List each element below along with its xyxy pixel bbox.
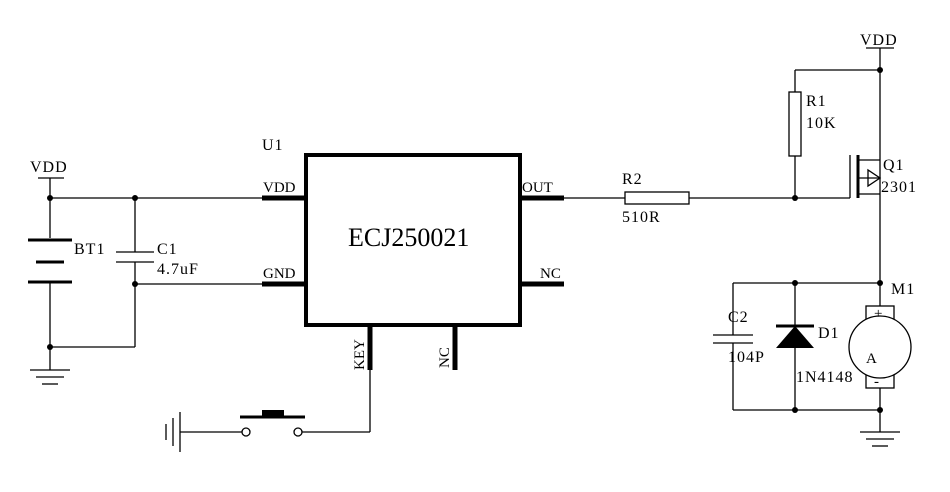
wire-vdd-rail: [47, 195, 262, 252]
m1-minus-label: -: [874, 374, 879, 390]
vdd-label-right: VDD: [860, 32, 898, 49]
pin-out-label: OUT: [522, 180, 553, 196]
resistor-r1: R1 10K: [788, 67, 883, 201]
push-button-switch: [180, 370, 371, 437]
motor-m1: M1 + - A: [848, 281, 915, 410]
ground-symbol-left: [30, 369, 70, 385]
u1-part-label: ECJ250021: [348, 223, 469, 252]
r2-ref-label: R2: [622, 171, 643, 188]
c2-ref-label: C2: [728, 309, 749, 326]
vdd-symbol-left: VDD: [30, 159, 68, 198]
pin-vdd-label: VDD: [263, 180, 296, 196]
d1-value-label: 1N4148: [796, 369, 854, 386]
vdd-label-left: VDD: [30, 159, 68, 176]
d1-ref-label: D1: [818, 325, 840, 342]
vdd-symbol-right: VDD: [860, 32, 898, 70]
m1-plus-label: +: [874, 306, 882, 322]
battery-bt1: BT1: [28, 238, 105, 347]
m1-ref-label: M1: [891, 281, 915, 298]
capacitor-c2: C2 104P: [713, 309, 765, 410]
r1-value-label: 10K: [806, 115, 837, 132]
wire-motor-bottom: [733, 407, 883, 432]
c1-value-label: 4.7uF: [157, 261, 199, 278]
r2-value-label: 510R: [622, 209, 661, 226]
ic-u1: U1 ECJ250021 VDD GND OUT NC KEY NC: [262, 137, 564, 370]
c2-value-label: 104P: [728, 349, 765, 366]
pin-nc-right-label: NC: [540, 266, 561, 282]
resistor-r2: R2 510R: [564, 171, 795, 226]
q1-ref-label: Q1: [883, 157, 905, 174]
pin-gnd-label: GND: [263, 266, 296, 282]
ground-symbol-right: [860, 431, 900, 447]
wire-motor-top: [732, 280, 883, 335]
pin-nc-bottom-label: NC: [437, 347, 453, 368]
capacitor-c1: C1 4.7uF: [116, 241, 199, 347]
bt1-label: BT1: [74, 241, 105, 258]
ground-symbol-switch: [165, 412, 181, 452]
diode-d1: D1 1N4148: [776, 324, 854, 410]
r1-ref-label: R1: [806, 93, 827, 110]
wire-gnd-rail: [47, 281, 262, 370]
m1-letter-label: A: [866, 351, 877, 367]
q1-value-label: 2301: [881, 179, 917, 196]
pin-key-label: KEY: [352, 339, 368, 370]
u1-ref-label: U1: [262, 137, 284, 154]
mosfet-q1: Q1 2301: [795, 70, 917, 283]
c1-ref-label: C1: [157, 241, 178, 258]
